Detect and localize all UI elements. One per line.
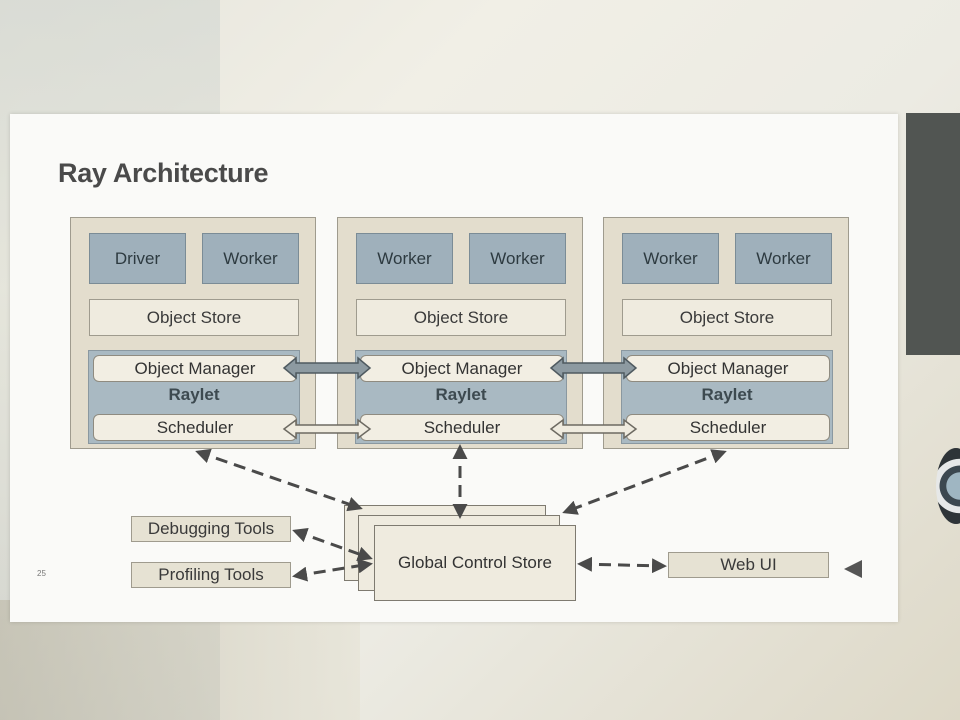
- raylet-label: Raylet: [168, 385, 220, 404]
- object-manager: Object Manager: [360, 355, 564, 382]
- debugging-tools: Debugging Tools: [131, 516, 291, 542]
- worker-process: Worker: [202, 233, 299, 284]
- raylet-label: Raylet: [701, 385, 753, 404]
- object-store: Object Store: [622, 299, 832, 336]
- object-manager: Object Manager: [93, 355, 297, 382]
- scheduler: Scheduler: [626, 414, 830, 441]
- adjacent-slide-panel: [906, 113, 960, 355]
- gcs-shard-front: [374, 525, 576, 601]
- worker-process: Worker: [356, 233, 453, 284]
- worker-process: Worker: [622, 233, 719, 284]
- profiling-tools: Profiling Tools: [131, 562, 291, 588]
- raylet-block: Object Manager Raylet Scheduler: [621, 350, 833, 444]
- slide-title: Ray Architecture: [58, 158, 269, 188]
- web-ui: Web UI: [668, 552, 829, 578]
- worker-process: Worker: [735, 233, 832, 284]
- node-1: Driver Worker Object Store Object Manage…: [70, 217, 316, 449]
- global-control-store-label: Global Control Store: [397, 553, 553, 572]
- raylet-block: Object Manager Raylet Scheduler: [88, 350, 300, 444]
- raylet-block: Object Manager Raylet Scheduler: [355, 350, 567, 444]
- node-2: Worker Worker Object Store Object Manage…: [337, 217, 583, 449]
- background-round-object: [936, 448, 960, 524]
- worker-process: Worker: [469, 233, 566, 284]
- driver-process: Driver: [89, 233, 186, 284]
- object-manager: Object Manager: [626, 355, 830, 382]
- scheduler: Scheduler: [93, 414, 297, 441]
- scheduler: Scheduler: [360, 414, 564, 441]
- node-3: Worker Worker Object Store Object Manage…: [603, 217, 849, 449]
- page-number: 25: [37, 569, 46, 578]
- object-store: Object Store: [89, 299, 299, 336]
- object-store: Object Store: [356, 299, 566, 336]
- raylet-label: Raylet: [435, 385, 487, 404]
